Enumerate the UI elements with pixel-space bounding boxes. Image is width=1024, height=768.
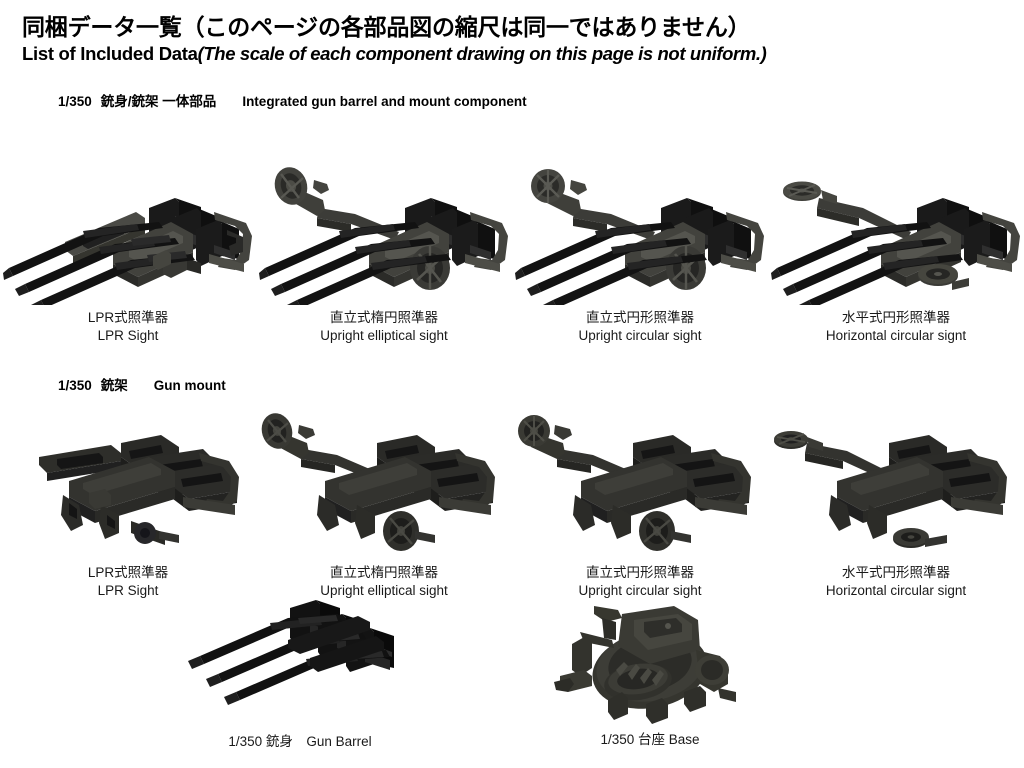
- triple-gun-with-horizontal-circular-sight-icon: [771, 181, 1020, 305]
- part-cell: 直立式楕円照準器 Upright elliptical sight: [256, 150, 512, 345]
- part-caption: 直立式円形照準器 Upright circular sight: [578, 564, 701, 600]
- section-heading-english: Gun mount: [153, 378, 226, 393]
- part-label-english: Upright elliptical sight: [320, 328, 448, 344]
- part-label-english: LPR Sight: [97, 583, 159, 599]
- part-cell: 直立式円形照準器 Upright circular sight: [512, 150, 768, 345]
- base-caption: 1/350 台座 Base: [600, 732, 700, 747]
- page-header: 同梱データ一覧（このページの各部品図の縮尺は同一ではありません） List of…: [22, 14, 1012, 65]
- section-heading-english: Integrated gun barrel and mount componen…: [242, 94, 527, 109]
- gun-assembly-render: [259, 150, 509, 305]
- gun-mount-with-upright-circular-sight-icon: [518, 415, 751, 551]
- gun-assembly-render: [771, 150, 1021, 305]
- part-label-english: Horizontal circular signt: [825, 583, 967, 599]
- part-label-english: Upright elliptical sight: [320, 583, 448, 599]
- gun-mount-with-lpr-sight-icon: [39, 435, 239, 545]
- part-cell: 直立式円形照準器 Upright circular sight: [512, 405, 768, 600]
- part-label-japanese: 直立式円形照準器: [585, 565, 694, 580]
- part-label-japanese: 直立式円形照準器: [585, 310, 694, 325]
- part-label-english: Horizontal circular signt: [825, 328, 967, 344]
- section-heading-japanese: 銃架: [100, 378, 128, 393]
- triple-gun-with-upright-circular-sight-icon: [515, 169, 764, 305]
- part-label-english: LPR Sight: [97, 328, 159, 344]
- part-label-japanese: LPR式照準器: [87, 310, 169, 325]
- part-label-japanese: 直立式楕円照準器: [330, 565, 438, 580]
- section-heading-japanese: 銃身/銃架 一体部品: [100, 94, 217, 109]
- part-caption: 直立式楕円照準器 Upright elliptical sight: [320, 564, 448, 600]
- gun-mount-render: [771, 405, 1021, 560]
- gun-mount-render: [515, 405, 765, 560]
- parts-row-mount: LPR式照準器 LPR Sight: [0, 405, 1024, 600]
- part-caption: LPR式照準器 LPR Sight: [88, 309, 168, 345]
- triple-gun-with-upright-elliptical-sight-icon: [259, 167, 508, 305]
- gun-mount-render: [3, 405, 253, 560]
- section-heading-mount: 1/350 銃架 Gun mount: [58, 374, 226, 394]
- part-cell: LPR式照準器 LPR Sight: [0, 150, 256, 345]
- page-title-japanese: 同梱データ一覧（このページの各部品図の縮尺は同一ではありません）: [22, 14, 751, 40]
- page-title-english-line: List of Included Data(The scale of each …: [22, 43, 1012, 65]
- single-part-gun-barrel: 1/350 銃身 Gun Barrel: [150, 596, 450, 750]
- gun-assembly-render: [515, 150, 765, 305]
- gun-mount-with-horizontal-circular-sight-icon: [774, 431, 1007, 548]
- triple-gun-barrel-icon: [188, 600, 394, 705]
- gun-mount-render: [259, 405, 509, 560]
- gun-base-pedestal-icon: [554, 606, 736, 724]
- section-scale: 1/350: [58, 94, 92, 109]
- page-title-english-note: (The scale of each component drawing on …: [197, 43, 767, 65]
- gun-mount-with-upright-elliptical-sight-icon: [261, 413, 495, 551]
- gun-barrel-caption: 1/350 銃身 Gun Barrel: [228, 734, 372, 749]
- part-caption: 直立式楕円照準器 Upright elliptical sight: [320, 309, 448, 345]
- part-cell: 水平式円形照準器 Horizontal circular signt: [768, 405, 1024, 600]
- part-label-english: Upright circular sight: [578, 328, 702, 344]
- part-label-japanese: 直立式楕円照準器: [330, 310, 438, 325]
- section-heading-integrated: 1/350 銃身/銃架 一体部品 Integrated gun barrel and…: [58, 90, 527, 110]
- part-caption: LPR式照準器 LPR Sight: [88, 564, 168, 600]
- gun-barrel-render: [170, 596, 430, 724]
- single-part-base: 1/350 台座 Base: [520, 588, 780, 748]
- part-label-japanese: 水平式円形照準器: [842, 565, 950, 580]
- part-cell: 水平式円形照準器 Horizontal circular signt: [768, 150, 1024, 345]
- part-label-japanese: 水平式円形照準器: [842, 310, 950, 325]
- part-cell: 直立式楕円照準器 Upright elliptical sight: [256, 405, 512, 600]
- section-scale: 1/350: [58, 378, 92, 393]
- part-caption: 直立式円形照準器 Upright circular sight: [578, 309, 701, 345]
- part-label-english: Upright circular sight: [578, 583, 702, 599]
- base-render: [550, 588, 750, 726]
- parts-row-integrated: LPR式照準器 LPR Sight: [0, 150, 1024, 345]
- page-title-english: List of Included Data: [22, 43, 198, 65]
- part-caption: 水平式円形照準器 Horizontal circular signt: [826, 564, 966, 600]
- triple-gun-with-lpr-sight-icon: [3, 198, 252, 305]
- part-caption: 水平式円形照準器 Horizontal circular signt: [826, 309, 966, 345]
- gun-assembly-render: [3, 150, 253, 305]
- part-label-japanese: LPR式照準器: [87, 565, 169, 580]
- part-cell: LPR式照準器 LPR Sight: [0, 405, 256, 600]
